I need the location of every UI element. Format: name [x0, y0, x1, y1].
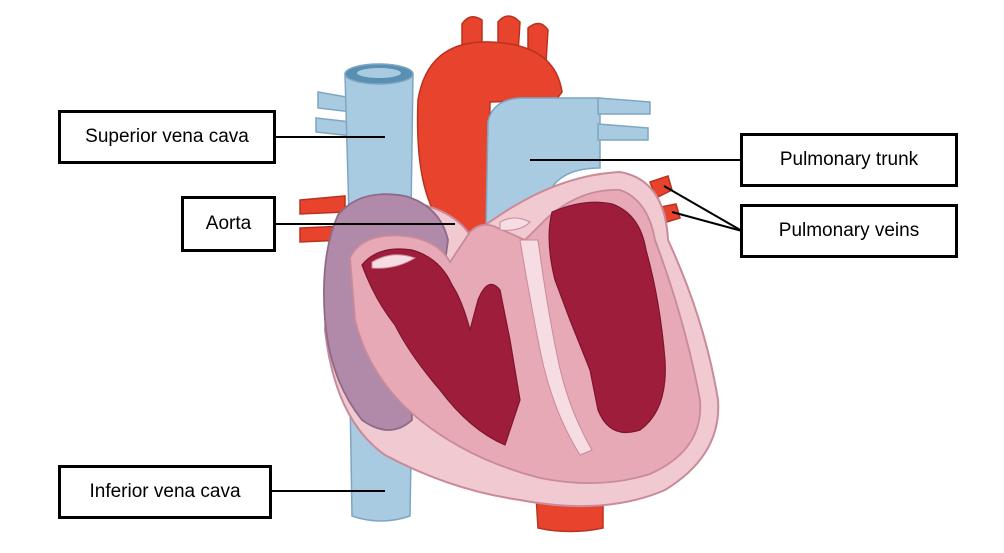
- left-chamber: [361, 248, 521, 446]
- label-aorta: Aorta: [181, 196, 276, 252]
- label-pulmonary-trunk: Pulmonary trunk: [740, 133, 958, 187]
- leader-line-pulmonary-vein-lower: [671, 211, 743, 232]
- valve: [499, 217, 531, 231]
- label-inferior-vena-cava-text: Inferior vena cava: [89, 481, 241, 502]
- right-chamber: [548, 201, 666, 434]
- leader-line-pulmonary-vein-upper: [663, 185, 743, 232]
- label-pulmonary-trunk-text: Pulmonary trunk: [779, 149, 919, 170]
- septum: [519, 239, 593, 456]
- label-pulmonary-veins-text: Pulmonary veins: [778, 220, 920, 241]
- superior-vena-cava: [315, 63, 414, 216]
- leader-lines: [272, 136, 743, 492]
- label-inferior-vena-cava: Inferior vena cava: [58, 465, 272, 519]
- label-superior-vena-cava-text: Superior vena cava: [85, 126, 249, 147]
- pulmonary-trunk: [485, 97, 651, 241]
- valve: [371, 254, 417, 269]
- label-pulmonary-veins: Pulmonary veins: [740, 204, 958, 258]
- label-superior-vena-cava: Superior vena cava: [58, 110, 276, 164]
- label-aorta-text: Aorta: [205, 213, 252, 234]
